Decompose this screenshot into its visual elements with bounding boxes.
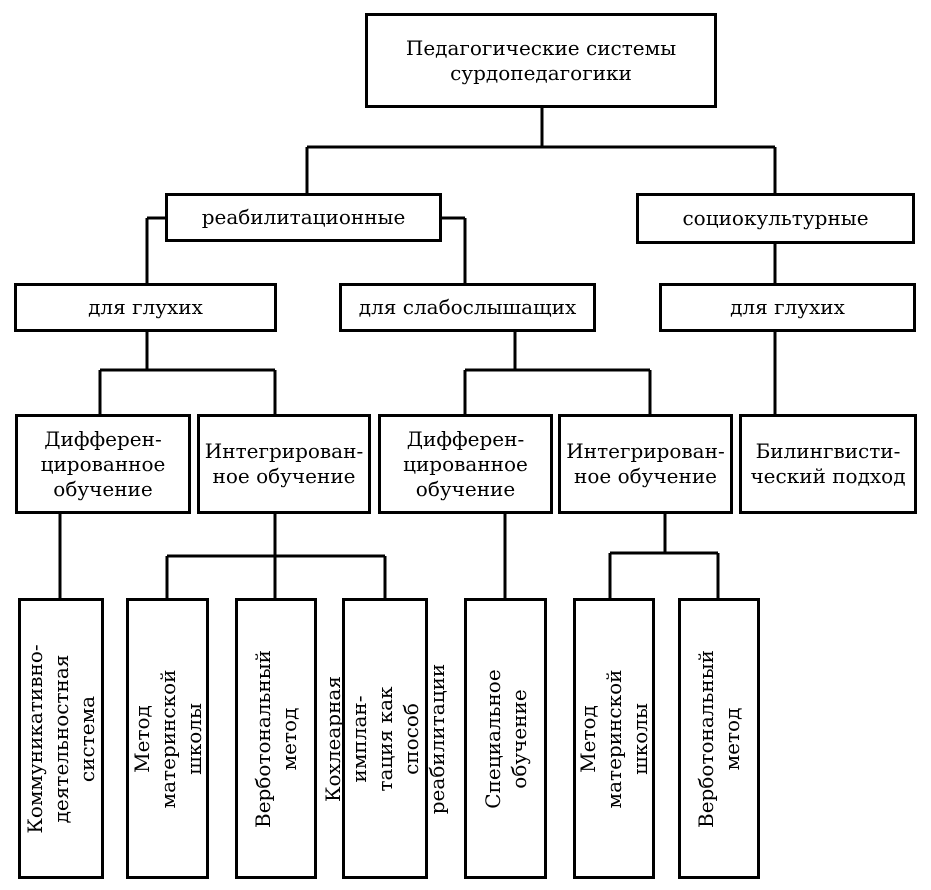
socio-deaf-label: для глухих bbox=[730, 295, 845, 319]
rehab-label: реабилитационные bbox=[201, 205, 406, 229]
leaf-verbotonal-2-label: Верботональный метод bbox=[694, 649, 744, 828]
root-label: Педагогические системы сурдопедагогики bbox=[405, 35, 677, 85]
leaf-communicative-label: Коммуникативно- деятельностная система bbox=[23, 643, 99, 834]
rehab-deaf-label: для глухих bbox=[88, 295, 203, 319]
leaf-special-label: Специальное обучение bbox=[480, 668, 531, 809]
socio-deaf-node: для глухих bbox=[659, 283, 916, 332]
leaf-cochlear-node: Кохлеарная имплан- тация как способ реаб… bbox=[321, 598, 449, 879]
rehab-hoh-diff-node: Дифферен- цированное обучение bbox=[378, 414, 553, 514]
rehab-hoh-diff-label: Дифферен- цированное обучение bbox=[403, 426, 528, 501]
socio-label: социокультурные bbox=[682, 206, 869, 230]
socio-bilingual-label: Билингвисти- ческий подход bbox=[750, 439, 906, 488]
rehab-deaf-integr-node: Интегрирован- ное обучение bbox=[197, 414, 371, 514]
rehab-node: реабилитационные bbox=[165, 193, 442, 242]
rehab-deaf-node: для глухих bbox=[14, 283, 277, 332]
leaf-maternal-2-label: Метод материнской школы bbox=[576, 669, 652, 808]
rehab-hoh-node: для слабослышащих bbox=[339, 283, 596, 332]
rehab-deaf-diff-node: Дифферен- цированное обучение bbox=[15, 414, 191, 514]
rehab-deaf-diff-label: Дифферен- цированное обучение bbox=[40, 426, 166, 501]
leaf-maternal-1-label: Метод материнской школы bbox=[129, 669, 206, 808]
rehab-hoh-integr-label: Интегрирован- ное обучение bbox=[566, 439, 725, 488]
rehab-hoh-integr-node: Интегрирован- ное обучение bbox=[558, 414, 733, 514]
root-node: Педагогические системы сурдопедагогики bbox=[365, 13, 717, 108]
leaf-maternal-2-node: Метод материнской школы bbox=[573, 598, 655, 879]
leaf-verbotonal-1-label: Верботональный метод bbox=[251, 649, 301, 828]
leaf-special-node: Специальное обучение bbox=[464, 598, 547, 879]
rehab-deaf-integr-label: Интегрирован- ное обучение bbox=[204, 439, 364, 488]
rehab-hoh-label: для слабослышащих bbox=[358, 295, 577, 319]
leaf-verbotonal-1-node: Верботональный метод bbox=[235, 598, 317, 879]
leaf-verbotonal-2-node: Верботональный метод bbox=[678, 598, 760, 879]
leaf-communicative-node: Коммуникативно- деятельностная система bbox=[18, 598, 104, 879]
socio-bilingual-node: Билингвисти- ческий подход bbox=[739, 414, 917, 514]
socio-node: социокультурные bbox=[636, 193, 915, 244]
leaf-maternal-1-node: Метод материнской школы bbox=[126, 598, 209, 879]
leaf-cochlear-label: Кохлеарная имплан- тация как способ реаб… bbox=[321, 663, 449, 814]
